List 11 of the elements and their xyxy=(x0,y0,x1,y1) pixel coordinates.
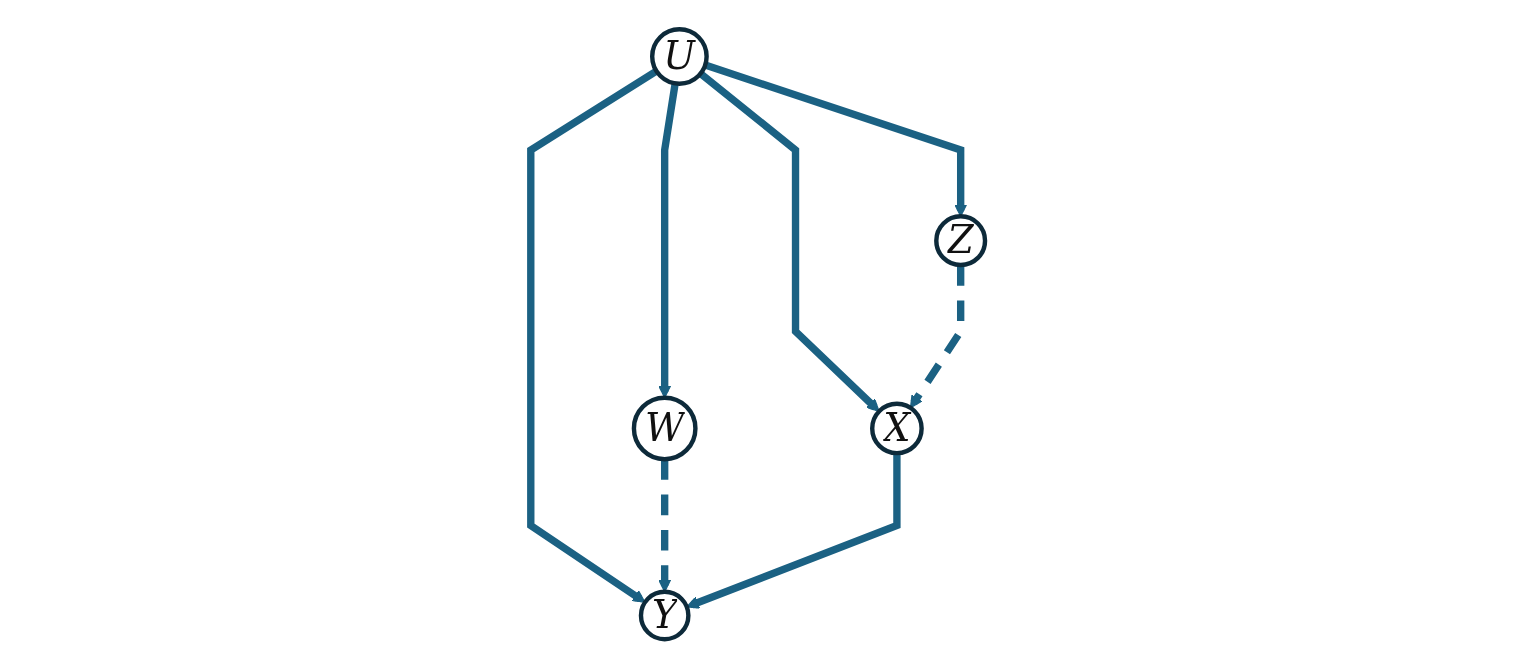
arrow xyxy=(686,453,901,609)
arrow xyxy=(909,265,965,409)
arrow xyxy=(527,67,659,603)
arrow xyxy=(658,459,672,593)
arrow xyxy=(658,82,679,399)
node-circle: X xyxy=(870,401,924,456)
arrow xyxy=(698,70,880,412)
node-circle: Z xyxy=(934,214,988,268)
node-circle: U xyxy=(650,27,709,86)
node-circle: W xyxy=(631,395,698,462)
node-circle: Y xyxy=(638,589,691,642)
